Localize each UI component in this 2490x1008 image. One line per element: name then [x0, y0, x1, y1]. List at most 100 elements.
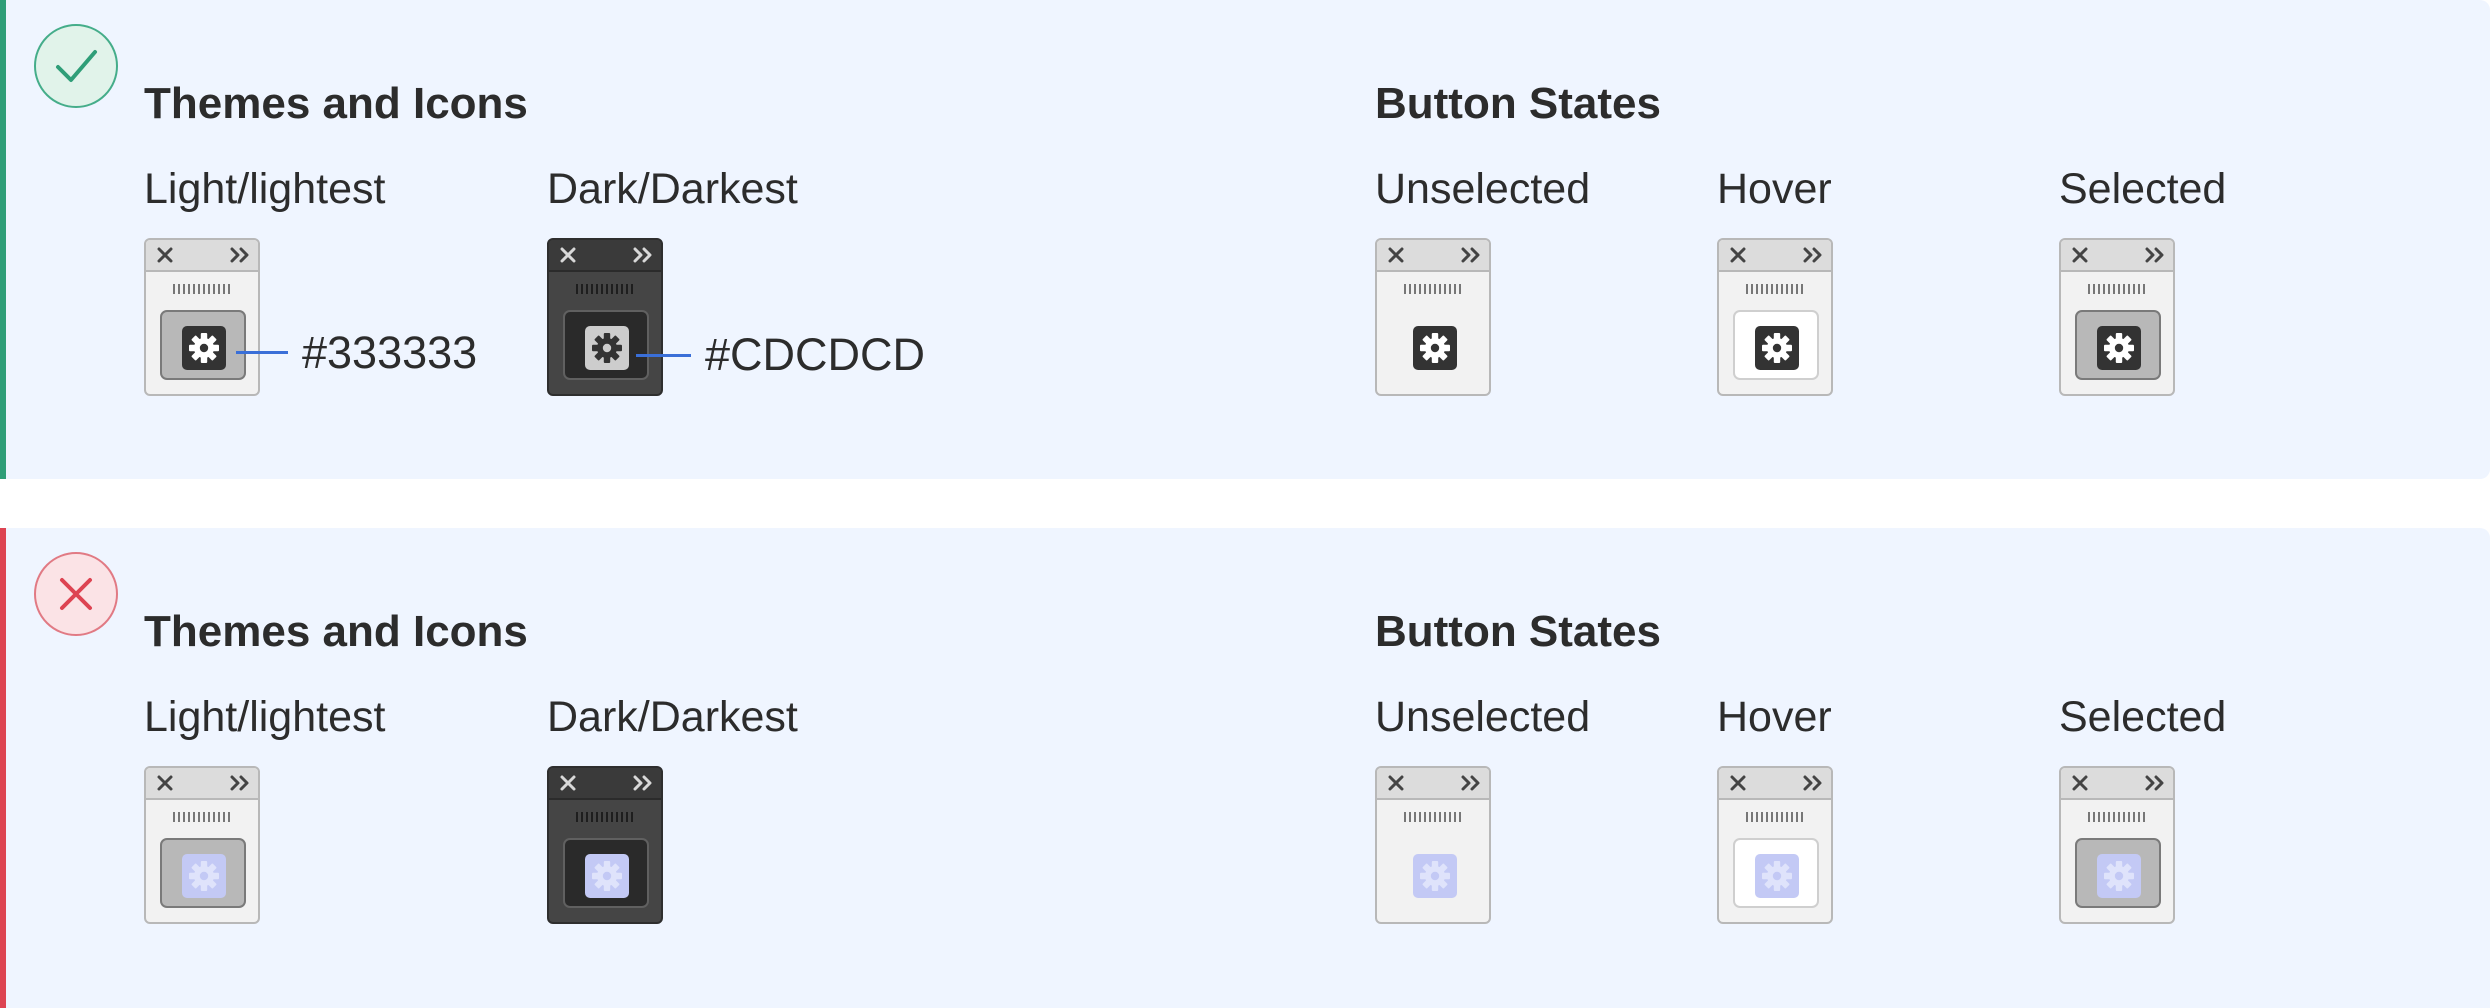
settings-button[interactable] — [563, 838, 649, 908]
drag-grip[interactable] — [173, 284, 231, 294]
drag-grip[interactable] — [2088, 812, 2146, 822]
drag-grip[interactable] — [576, 284, 634, 294]
double-chevron-icon — [2145, 247, 2164, 263]
gear-icon — [1762, 333, 1792, 363]
gear-tile — [1755, 854, 1799, 898]
themes-heading: Themes and Icons — [144, 79, 528, 128]
drag-grip[interactable] — [2088, 284, 2146, 294]
state-label-unselected: Unselected — [1375, 693, 1591, 741]
close-icon — [157, 775, 173, 791]
button-states-heading: Button States — [1375, 607, 1661, 656]
settings-button[interactable] — [160, 310, 246, 380]
double-chevron-icon — [2145, 775, 2164, 791]
double-chevron-icon — [1803, 247, 1822, 263]
close-icon — [1388, 247, 1404, 263]
gear-icon — [2104, 333, 2134, 363]
selected-state-widget — [2059, 238, 2175, 396]
double-chevron-icon — [230, 247, 249, 263]
dark-theme-panel-widget — [547, 766, 663, 924]
theme-label-light: Light/lightest — [144, 165, 386, 213]
status-badge-do — [34, 24, 118, 108]
leader-line — [236, 351, 288, 354]
double-chevron-icon — [1461, 775, 1480, 791]
close-icon — [560, 247, 576, 263]
state-label-hover: Hover — [1717, 165, 1832, 213]
panel-title-bar — [549, 768, 661, 800]
settings-button[interactable] — [1733, 310, 1819, 380]
settings-button[interactable] — [1391, 310, 1477, 380]
double-chevron-icon — [1461, 247, 1480, 263]
gear-icon — [189, 861, 219, 891]
cross-icon — [60, 578, 92, 610]
close-icon — [1730, 247, 1746, 263]
gear-icon — [189, 333, 219, 363]
panel-title-bar — [1377, 768, 1489, 800]
close-icon — [560, 775, 576, 791]
selected-state-widget — [2059, 766, 2175, 924]
theme-label-dark: Dark/Darkest — [547, 693, 798, 741]
panel-title-bar — [549, 240, 661, 272]
state-label-selected: Selected — [2059, 693, 2227, 741]
leader-line — [636, 354, 691, 357]
close-icon — [1388, 775, 1404, 791]
close-icon — [2072, 775, 2088, 791]
close-icon — [2072, 247, 2088, 263]
close-icon — [157, 247, 173, 263]
drag-grip[interactable] — [576, 812, 634, 822]
gear-tile — [1413, 326, 1457, 370]
gear-tile — [585, 854, 629, 898]
button-states-heading: Button States — [1375, 79, 1661, 128]
panel-title-bar — [1719, 240, 1831, 272]
unselected-state-widget — [1375, 766, 1491, 924]
panel-title-bar — [1719, 768, 1831, 800]
drag-grip[interactable] — [1746, 284, 1804, 294]
gear-tile — [1413, 854, 1457, 898]
theme-label-light: Light/lightest — [144, 693, 386, 741]
gear-icon — [2104, 861, 2134, 891]
panel-title-bar — [2061, 240, 2173, 272]
double-chevron-icon — [633, 247, 652, 263]
state-label-hover: Hover — [1717, 693, 1832, 741]
theme-label-dark: Dark/Darkest — [547, 165, 798, 213]
state-label-unselected: Unselected — [1375, 165, 1591, 213]
settings-button[interactable] — [160, 838, 246, 908]
panel-title-bar — [146, 768, 258, 800]
settings-button[interactable] — [1733, 838, 1819, 908]
checkmark-icon — [56, 50, 97, 82]
gear-icon — [1762, 861, 1792, 891]
drag-grip[interactable] — [1746, 812, 1804, 822]
gear-tile — [1755, 326, 1799, 370]
gear-tile — [182, 854, 226, 898]
hover-state-widget — [1717, 766, 1833, 924]
double-chevron-icon — [633, 775, 652, 791]
gear-icon — [592, 861, 622, 891]
drag-grip[interactable] — [1404, 812, 1462, 822]
state-label-selected: Selected — [2059, 165, 2227, 213]
settings-button[interactable] — [2075, 310, 2161, 380]
settings-button[interactable] — [1391, 838, 1477, 908]
hex-label-light: #333333 — [302, 327, 478, 378]
gear-tile — [182, 326, 226, 370]
gear-icon — [592, 333, 622, 363]
drag-grip[interactable] — [173, 812, 231, 822]
close-icon — [1730, 775, 1746, 791]
light-theme-panel-widget — [144, 766, 260, 924]
gear-icon — [1420, 333, 1450, 363]
drag-grip[interactable] — [1404, 284, 1462, 294]
panel-title-bar — [146, 240, 258, 272]
gear-tile — [2097, 854, 2141, 898]
hover-state-widget — [1717, 238, 1833, 396]
panel-title-bar — [2061, 768, 2173, 800]
settings-button[interactable] — [2075, 838, 2161, 908]
dark-theme-panel-widget — [547, 238, 663, 396]
do-example-panel: Themes and Icons Button States Light/lig… — [0, 0, 2490, 479]
dont-example-panel: Themes and Icons Button States Light/lig… — [0, 528, 2490, 1008]
settings-button[interactable] — [563, 310, 649, 380]
gear-tile — [585, 326, 629, 370]
status-badge-dont — [34, 552, 118, 636]
gear-icon — [1420, 861, 1450, 891]
hex-label-dark: #CDCDCD — [705, 329, 926, 380]
panel-title-bar — [1377, 240, 1489, 272]
double-chevron-icon — [230, 775, 249, 791]
themes-heading: Themes and Icons — [144, 607, 528, 656]
